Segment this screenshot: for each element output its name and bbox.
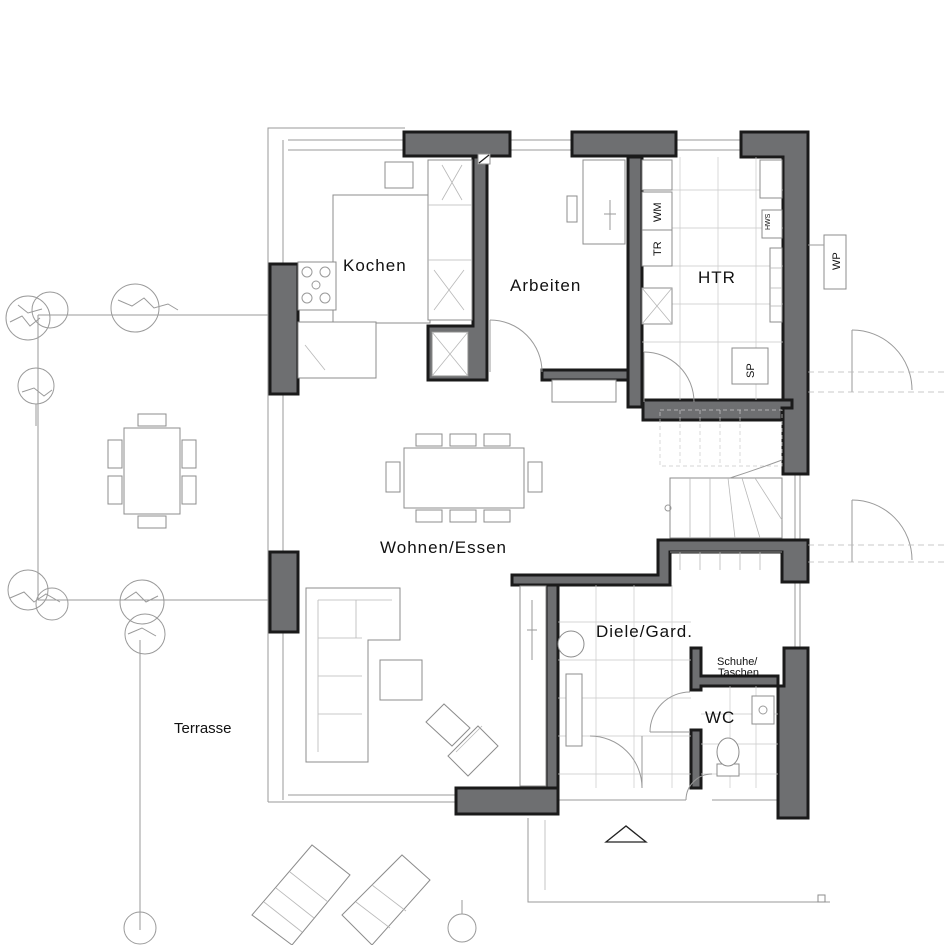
tree — [123, 911, 157, 945]
sun-lounger — [251, 844, 351, 945]
hall-label: Diele/Gard. — [596, 622, 693, 641]
utility-room: WM TR HWS SP HTR — [641, 157, 783, 403]
heat-pump-label: WP — [831, 252, 843, 270]
dryer-label: TR — [652, 241, 664, 256]
garden-area: Terrasse — [5, 283, 477, 945]
kitchen-label: Kochen — [343, 256, 407, 275]
outer-wall-lines — [267, 127, 801, 803]
living-label: Wohnen/Essen — [380, 538, 507, 557]
washer-label: WM — [652, 202, 664, 222]
tree — [110, 283, 179, 333]
storage-closet: Schuhe/ Taschen — [717, 656, 759, 679]
utility-label: HTR — [698, 268, 736, 287]
storage-tank-label: SP — [745, 363, 757, 378]
entrance — [527, 329, 945, 903]
tree — [17, 367, 55, 426]
heat-pump: WP — [808, 234, 847, 290]
kitchen: Kochen — [297, 153, 491, 379]
office: Arbeiten — [489, 159, 626, 403]
tree — [5, 291, 69, 341]
wc-label: WC — [705, 708, 735, 727]
hws-label: HWS — [765, 213, 772, 230]
living-dining: Wohnen/Essen — [305, 433, 547, 787]
terrace-label: Terrasse — [174, 720, 232, 737]
hall: Diele/Gard. — [557, 585, 693, 789]
storage-label-1: Schuhe/ — [717, 656, 758, 668]
staircase — [659, 409, 783, 570]
tree — [7, 569, 69, 621]
wc-room: WC — [685, 686, 778, 801]
garden-table — [107, 413, 197, 529]
sun-lounger — [341, 854, 431, 945]
tree — [447, 900, 477, 943]
tree — [119, 579, 166, 655]
storage-label-2: Taschen — [718, 667, 759, 679]
office-label: Arbeiten — [510, 276, 581, 295]
walls — [268, 130, 810, 820]
